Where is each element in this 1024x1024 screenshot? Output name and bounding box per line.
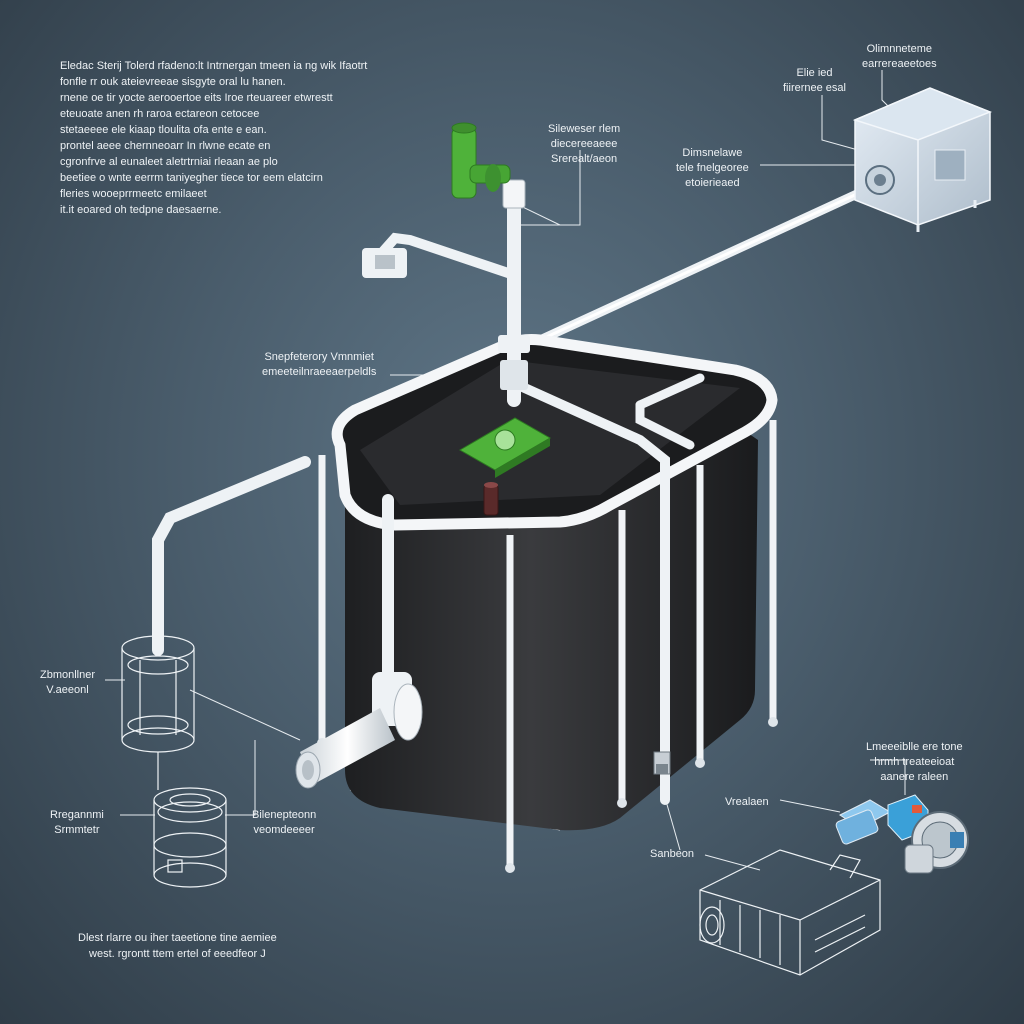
filter-assembly [121, 635, 227, 888]
footer-note: Dlest rlarre ou iher taeetione tine aemi… [78, 932, 277, 960]
intro-line: Eledac Sterij Tolerd rfadeno:lt Intrnerg… [60, 60, 368, 72]
intro-line: beetiee o wnte eerrm taniyegher tiece to… [60, 172, 323, 184]
drain-fitting [653, 751, 671, 775]
upper-faucet [362, 248, 407, 278]
label-control-unit: Elie ied fiirernee esal [783, 67, 846, 94]
label-dimensions: Dimsnelawe tele fnelgeoree etoierieaed [676, 147, 749, 189]
intro-line: fleries wooeprrmeetc emilaeet [60, 188, 207, 200]
intro-text-block: Eledac Sterij Tolerd rfadeno:lt Intrnerg… [60, 58, 367, 218]
valve-fitting [498, 179, 530, 390]
outlet-elbow [295, 672, 423, 789]
label-float-switch: Snepfeterory Vmnmiet emeeteilnraeeaerpel… [262, 351, 377, 378]
intro-line: stetaeeee ele kiaap tloulita ofa ente e … [60, 124, 267, 136]
label-control-box: Olimnneteme earrereaeetoes [862, 43, 937, 70]
intro-line: prontel aeee chernneoarr In rlwne ecate … [60, 140, 271, 152]
label-inlet: Sileweser rlem diecereeaeee Srerealt/aeo… [548, 123, 621, 165]
intro-line: rnene oe tir yocte aerooertoe eits Iroe … [60, 92, 333, 104]
intro-line: fonfle rr ouk ateievreeae sisgyte oral l… [60, 76, 286, 88]
intro-line: it.it eoared oh tedpne daesaerne. [60, 204, 222, 216]
label-motor: Lmeeeiblle ere tone hrmh treateeioat aan… [866, 741, 963, 783]
label-valve: Vrealaen [725, 796, 769, 808]
pump-assembly [699, 794, 969, 976]
float-switch [458, 417, 552, 516]
label-filter-base: Bilenepteonn veomdeeeer [252, 809, 317, 836]
label-pump: Sanbeon [650, 848, 695, 860]
intro-line: cgronfrve al eunaleet aletrtrniai rleaan… [60, 156, 278, 168]
green-inlet [451, 122, 511, 199]
intro-line: eteuoate anen rh raroa ectareon cetocee [60, 108, 260, 120]
control-box [852, 87, 993, 232]
pipework [152, 183, 705, 805]
supply-pipe [535, 183, 875, 345]
label-regulator: Rregannmi Srmmtetr [50, 809, 104, 836]
label-filter-housing: Zbmonllner V.aeeonl [40, 669, 96, 696]
